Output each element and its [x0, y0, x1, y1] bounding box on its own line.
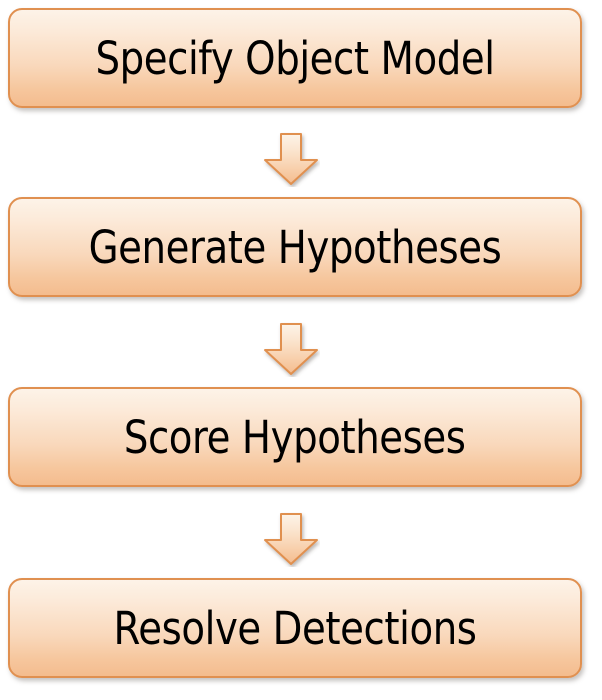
arrow-down-icon: [262, 512, 320, 567]
process-node-resolve-detections[interactable]: Resolve Detections: [8, 578, 582, 678]
process-node-generate-hypotheses[interactable]: Generate Hypotheses: [8, 197, 582, 297]
process-node-specify-object-model[interactable]: Specify Object Model: [8, 8, 582, 108]
process-node-score-hypotheses[interactable]: Score Hypotheses: [8, 387, 582, 487]
arrow-down-icon: [262, 322, 320, 377]
process-node-label: Resolve Detections: [113, 601, 477, 655]
process-node-label: Score Hypotheses: [124, 410, 466, 464]
process-node-label: Specify Object Model: [95, 31, 495, 85]
process-node-label: Generate Hypotheses: [88, 220, 502, 274]
arrow-down-icon: [262, 132, 320, 187]
